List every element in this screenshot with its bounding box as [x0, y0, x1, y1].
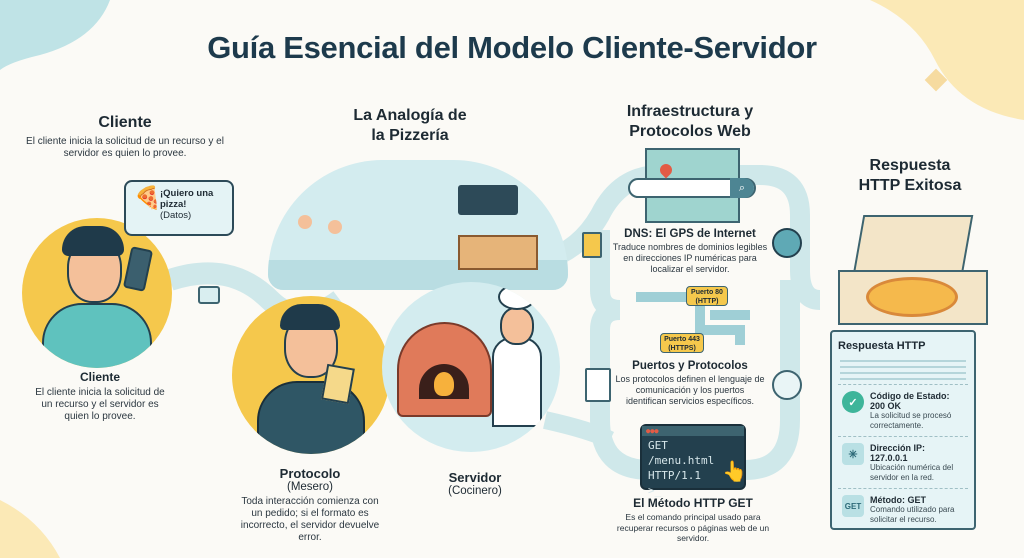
speech-bubble: 🍕 ¡Quiero una pizza! (Datos)	[124, 180, 234, 236]
dns-desc: Traduce nombres de dominios legibles en …	[612, 242, 768, 274]
ip-title: Dirección IP: 127.0.0.1	[870, 443, 926, 463]
oven-icon	[397, 322, 492, 417]
cliente-heading: Cliente	[98, 114, 152, 131]
get-method-icon: GET	[842, 495, 864, 517]
cocinero-illustration	[382, 282, 560, 452]
pizza-icon	[866, 277, 958, 317]
page-title: Guía Esencial del Modelo Cliente-Servido…	[207, 30, 817, 65]
infra-heading-line2: Protocolos Web	[629, 123, 751, 140]
bubble-sub: (Datos)	[160, 210, 192, 221]
dns-title: DNS: El GPS de Internet	[624, 228, 756, 240]
servidor-caption: Servidor (Cocinero)	[420, 470, 530, 497]
protocolo-title: Protocolo	[279, 466, 341, 481]
window-controls-icon: ●●●	[642, 426, 744, 436]
bubble-text: ¡Quiero una pizza!	[160, 188, 214, 210]
pizzeria-scene	[268, 160, 568, 290]
pointer-hand-icon: 👆	[722, 459, 747, 483]
cliente-caption-title: Cliente	[79, 370, 120, 384]
cliente-section: Cliente El cliente inicia la solicitud d…	[20, 114, 230, 160]
get-title: El Método HTTP GET	[633, 496, 753, 510]
pizzeria-heading-line1: La Analogía de	[353, 107, 467, 124]
globe-icon	[772, 228, 802, 258]
servidor-title: Servidor	[448, 470, 502, 485]
method-title: Método: GET	[870, 495, 926, 505]
compass-icon	[772, 370, 802, 400]
dns-block: DNS: El GPS de Internet Traduce nombres …	[610, 228, 770, 275]
mesero-illustration	[232, 296, 390, 454]
terminal-line2: HTTP/1.1	[648, 469, 701, 482]
network-icon: ✳	[842, 443, 864, 465]
protocolo-sub: (Mesero)	[286, 481, 333, 493]
cliente-illustration	[22, 218, 172, 368]
terminal-line1: GET /menu.html	[648, 439, 715, 467]
get-block: El Método HTTP GET Es el comando princip…	[610, 496, 776, 544]
get-desc: Es el comando principal usado para recup…	[616, 512, 770, 543]
respuesta-heading-line2: HTTP Exitosa	[858, 177, 962, 194]
protocolo-caption: Protocolo (Mesero) Toda interacción comi…	[240, 466, 380, 544]
infra-heading: Infraestructura y Protocolos Web	[600, 102, 780, 142]
status-desc: La solicitud se procesó correctamente.	[870, 411, 952, 430]
pizza-box-illustration	[838, 215, 988, 335]
respuesta-heading: Respuesta HTTP Exitosa	[830, 156, 990, 196]
ports-title: Puertos y Protocolos	[632, 360, 748, 372]
terminal-prompt: >_	[648, 484, 662, 497]
ports-desc: Los protocolos definen el lenguaje de co…	[615, 374, 765, 406]
port-http-label: Puerto 80 (HTTP)	[686, 286, 728, 306]
document-icon	[582, 232, 602, 258]
webpage-icon	[585, 368, 611, 402]
respuesta-heading-line1: Respuesta	[869, 157, 951, 174]
port-https-label: Puerto 443 (HTTPS)	[660, 333, 704, 353]
check-icon: ✓	[842, 391, 864, 413]
status-title: Código de Estado: 200 OK	[870, 391, 950, 411]
search-bar: ⌕	[628, 178, 756, 198]
receipt-lines	[840, 356, 966, 380]
infra-heading-line1: Infraestructura y	[626, 103, 754, 120]
protocolo-desc: Toda interacción comienza con un pedido;…	[240, 496, 380, 543]
pizzeria-heading: La Analogía de la Pizzería	[320, 106, 500, 146]
terminal-window: ●●● GET /menu.html HTTP/1.1 >_ 👆	[640, 424, 747, 497]
ports-block: Puertos y Protocolos Los protocolos defi…	[615, 360, 765, 407]
servidor-sub: (Cocinero)	[448, 485, 502, 497]
pizzeria-heading-line2: la Pizzería	[371, 127, 449, 144]
request-document-icon	[198, 286, 220, 304]
cliente-caption-desc: El cliente inicia la solicitud de un rec…	[35, 387, 165, 422]
cliente-caption: Cliente El cliente inicia la solicitud d…	[30, 370, 170, 423]
search-icon: ⌕	[730, 178, 754, 198]
http-response-receipt: Respuesta HTTP ✓ Código de Estado: 200 O…	[830, 330, 976, 530]
method-desc: Comando utilizado para solicitar el recu…	[870, 505, 955, 524]
cliente-desc: El cliente inicia la solicitud de un rec…	[26, 136, 224, 159]
ip-desc: Ubicación numérica del servidor en la re…	[870, 463, 954, 482]
receipt-title: Respuesta HTTP	[838, 340, 926, 352]
